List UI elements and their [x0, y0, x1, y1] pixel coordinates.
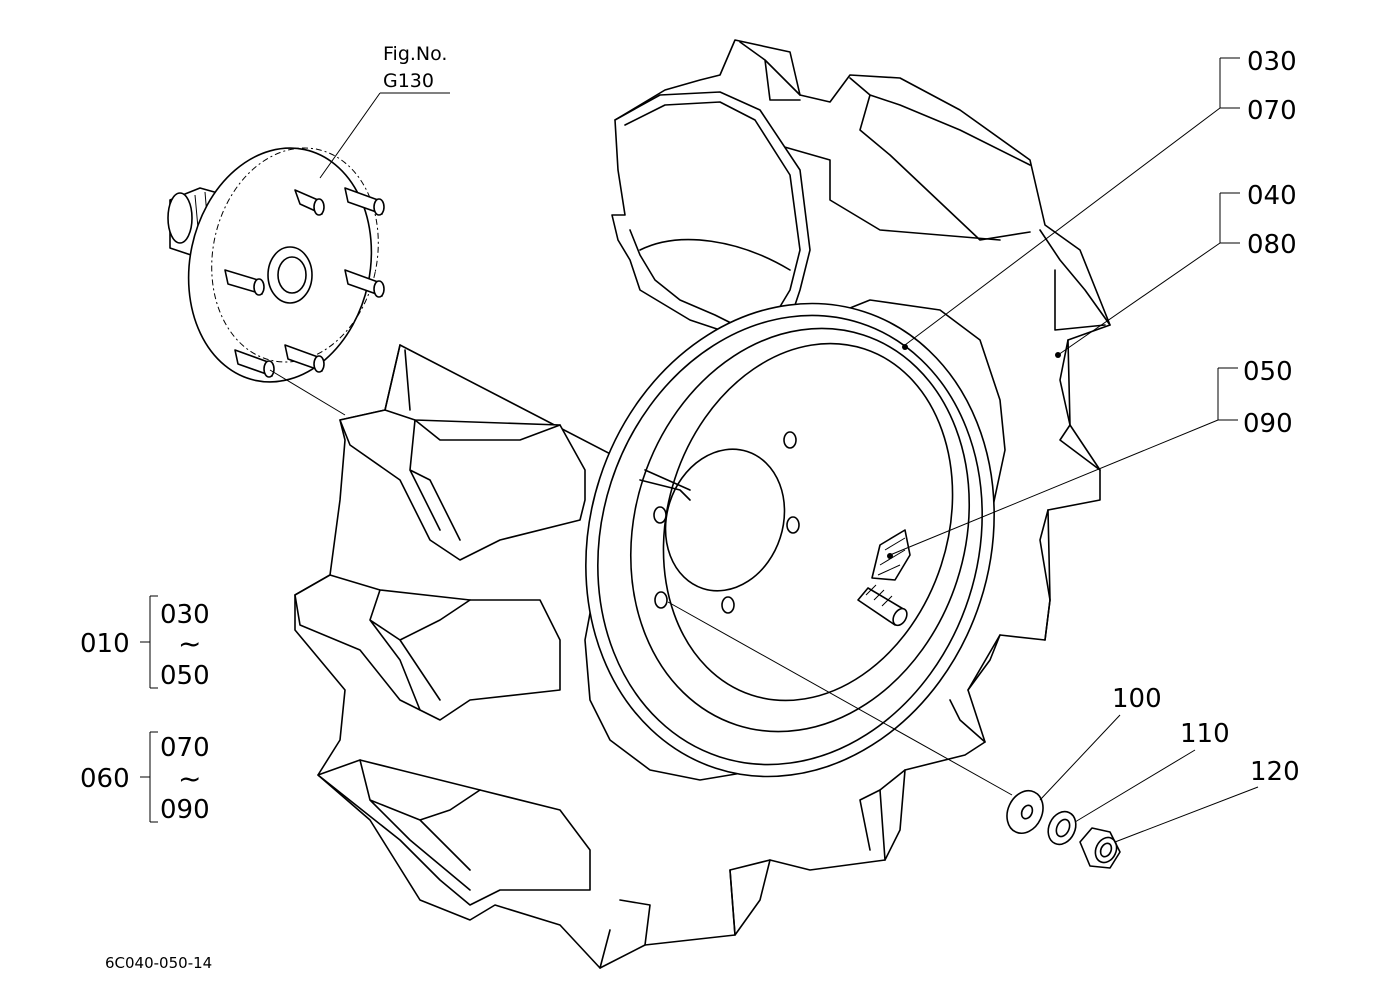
wheel-stud — [284, 344, 325, 373]
callout-030: 030 — [1247, 47, 1297, 77]
washer — [1006, 790, 1044, 834]
callout-080: 080 — [1247, 230, 1297, 260]
callout-120: 120 — [1250, 757, 1300, 787]
hub-assembly — [167, 147, 385, 383]
wheel-stud — [294, 189, 325, 216]
bolt-hole — [653, 506, 667, 524]
callout-050: 050 — [1243, 357, 1293, 387]
assembly-060-id: 060 — [80, 764, 130, 794]
assembly-060-tilde: ~ — [178, 762, 201, 795]
center-bore — [664, 448, 786, 592]
callout-100: 100 — [1112, 684, 1162, 714]
wheel-stud — [344, 187, 385, 216]
rim-outer — [585, 302, 995, 778]
hex-nut — [1079, 827, 1121, 869]
assembly-010-to: 050 — [160, 661, 210, 691]
spring-washer — [1047, 810, 1077, 846]
assembly-010-id: 010 — [80, 629, 130, 659]
bolt-hole — [783, 431, 797, 449]
assembly-060-from: 070 — [160, 733, 210, 763]
wheel-stud — [224, 269, 265, 296]
callout-090: 090 — [1243, 409, 1293, 439]
assembly-010-tilde: ~ — [178, 627, 201, 660]
callout-040: 040 — [1247, 181, 1297, 211]
rim — [585, 302, 995, 778]
callout-110: 110 — [1180, 719, 1230, 749]
bolt-hole — [786, 516, 800, 534]
fig-ref-line2: G130 — [383, 70, 434, 92]
wheel-stud — [344, 269, 385, 298]
bolt-hole — [721, 596, 735, 614]
assembly-060-to: 090 — [160, 795, 210, 825]
fasteners — [1006, 790, 1121, 869]
drawing-code: 6C040-050-14 — [105, 954, 212, 972]
callout-070: 070 — [1247, 96, 1297, 126]
air-valve — [857, 584, 908, 627]
leader-lines — [269, 57, 1259, 843]
bolt-hole — [654, 591, 668, 609]
assembly-010-from: 030 — [160, 600, 210, 630]
wheel-stud — [234, 349, 275, 378]
fig-ref-line1: Fig.No. — [383, 43, 447, 65]
